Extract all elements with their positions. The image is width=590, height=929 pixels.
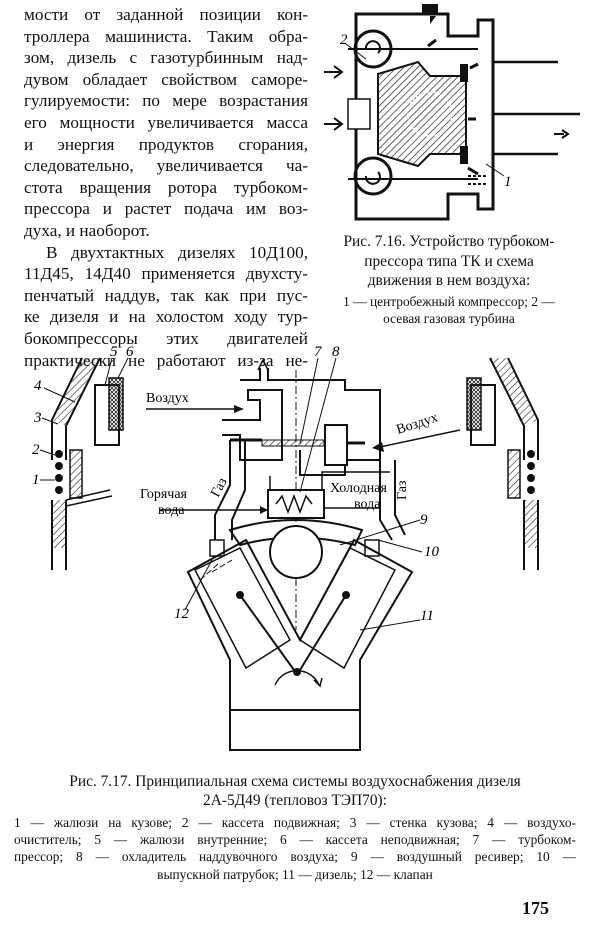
label-11: 11: [420, 608, 434, 624]
text-line: дувом обладает свойством саморе-: [24, 69, 308, 89]
label-1: 1: [32, 472, 40, 488]
text-line: В двухтактных дизелях 10Д100,: [46, 242, 308, 262]
text-line: пенчатый наддув, так как при пус-: [24, 285, 308, 305]
text-line: ке дизеля и на холостом ходу тур-: [24, 307, 308, 327]
text-line: 11Д45, 14Д40 применяется двухсту-: [24, 264, 308, 284]
figure-716-legend: 1 — центробежный компрессор; 2 — осевая …: [312, 293, 586, 327]
label-1: 1: [504, 174, 512, 190]
hot-water-label: Горячая: [140, 487, 188, 502]
page-number: 175: [522, 898, 549, 918]
label-9: 9: [420, 512, 428, 528]
figure-717-caption: Рис. 7.17. Принципиальная схема системы …: [14, 772, 576, 883]
figure-717-legend: 1 — жалюзи на кузове; 2 — кассета подвиж…: [14, 814, 576, 883]
air-supply-diagram: 5 6 4 3 2 1 7 8 9 10 11 12 Воздух Воздух…: [32, 344, 539, 751]
caption-line: Рис. 7.16. Устройство турбоком-: [343, 233, 555, 250]
caption-line: движения в нем воздуха:: [367, 272, 531, 289]
text-line: бокомпрессоры этих двигателей: [24, 328, 308, 348]
legend-line: осевая газовая турбина: [383, 310, 515, 326]
legend-line: 1 — жалюзи на кузове; 2 — кассета подвиж…: [14, 815, 576, 830]
text-line: прессора и растет подача им воз-: [24, 199, 308, 219]
text-line: троллера машиниста. Таким обра-: [24, 26, 308, 46]
turbocompressor-figure: 2 1: [324, 4, 580, 221]
air-label-right: Воздух: [395, 410, 440, 437]
legend-line: очиститель; 5 — жалюзи внутренние; 6 — к…: [14, 832, 576, 848]
caption-line: прессора типа ТК и схема: [364, 252, 534, 270]
text-line: его мощности увеличивается масса: [24, 112, 308, 132]
hot-water-label: вода: [158, 503, 185, 518]
label-4: 4: [34, 378, 42, 394]
gas-label-left: Газ: [208, 475, 231, 500]
text-line: мости от заданной позиции кон-: [24, 5, 308, 24]
label-2: 2: [340, 32, 348, 48]
label-12: 12: [174, 606, 190, 622]
body-text-column: мости от заданной позиции кон- троллера …: [24, 4, 308, 371]
caption-line: Рис. 7.17. Принципиальная схема системы …: [69, 773, 521, 790]
air-label-left: Воздух: [146, 391, 189, 406]
cold-water-label: вода: [354, 497, 381, 512]
label-7: 7: [314, 344, 323, 360]
figure-716-caption: Рис. 7.16. Устройство турбоком- прессора…: [312, 232, 586, 327]
gas-label-right: Газ: [395, 480, 410, 500]
label-8: 8: [332, 344, 340, 360]
label-3: 3: [33, 410, 42, 426]
text-line: гулируемости: по мере возрастания: [24, 91, 308, 111]
text-line: и энергия продуктов сгорания,: [24, 134, 308, 154]
text-line: духа, и наоборот.: [24, 220, 150, 240]
legend-line: 1 — центробежный компрессор; 2 —: [343, 293, 555, 309]
label-5: 5: [110, 344, 118, 360]
text-line: стота вращения ротора турбоком-: [24, 177, 308, 197]
cold-water-label: Холодная: [330, 481, 387, 496]
text-line: зом, дизель с газотурбинным над-: [24, 48, 308, 68]
label-10: 10: [424, 544, 440, 560]
text-line: следовательно, увеличивается ча-: [24, 156, 308, 176]
caption-line: 2А-5Д49 (тепловоз ТЭП70):: [203, 792, 387, 809]
label-2: 2: [32, 442, 40, 458]
legend-line: прессор; 8 — охладитель наддувочного воз…: [14, 849, 576, 865]
legend-line: выпускной патрубок; 11 — дизель; 12 — кл…: [157, 866, 433, 882]
label-6: 6: [126, 344, 134, 360]
